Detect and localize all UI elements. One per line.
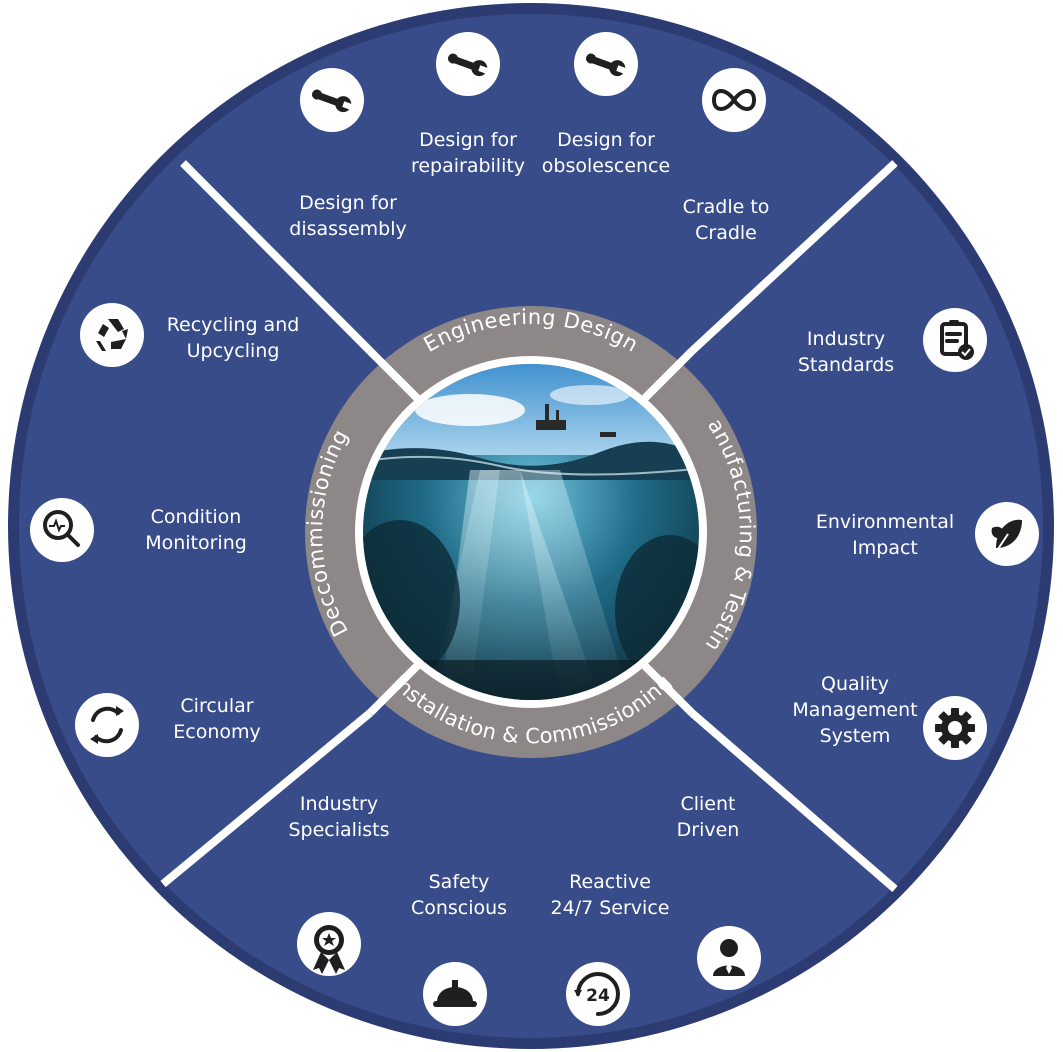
- label-line: Monitoring: [145, 532, 247, 554]
- clock-24-icon: 24: [574, 972, 620, 1016]
- label-line: Design for: [299, 192, 397, 214]
- label-line: 24/7 Service: [551, 897, 670, 919]
- circular-arrows-icon: [90, 706, 124, 744]
- clipboard-check-icon: [940, 320, 974, 360]
- feature-design-for-obsolescence: Design for obsolescence: [542, 32, 670, 177]
- feature-safety-conscious: Safety Conscious: [411, 871, 507, 1026]
- label-line: Design for: [557, 129, 655, 151]
- feature-quality-management-system: Quality Management System: [792, 673, 987, 760]
- label-line: obsolescence: [542, 155, 670, 177]
- label-line: Standards: [798, 354, 894, 376]
- label-line: Upcycling: [187, 340, 280, 362]
- label-line: repairability: [411, 155, 525, 177]
- recycle-icon: [96, 319, 128, 351]
- feature-design-for-disassembly: Design for disassembly: [289, 68, 407, 240]
- label-line: Driven: [677, 819, 740, 841]
- infinity-icon: [712, 89, 756, 111]
- label-line: Cradle: [695, 222, 757, 244]
- offshore-platform-ocean-image: [363, 364, 699, 700]
- wrench-icon: [311, 89, 354, 113]
- label-line: Economy: [173, 721, 261, 743]
- wrench-icon: [585, 53, 628, 77]
- label-line: Industry: [300, 793, 378, 815]
- label-line: Industry: [807, 328, 885, 350]
- label-line: Cradle to: [683, 196, 770, 218]
- label-line: Specialists: [289, 819, 390, 841]
- feature-environmental-impact: Environmental Impact: [816, 502, 1039, 566]
- hard-hat-icon: [433, 980, 477, 1007]
- label-line: Impact: [852, 537, 918, 559]
- gear-icon: [935, 708, 975, 748]
- label-line: Safety: [429, 871, 490, 893]
- label-line: Condition: [151, 506, 242, 528]
- person-icon: [713, 939, 745, 976]
- feature-circular-economy: Circular Economy: [75, 693, 261, 757]
- wrench-icon: [447, 53, 490, 77]
- label-line: Quality: [821, 673, 889, 695]
- label-line: disassembly: [289, 218, 406, 240]
- feature-reactive-24-7-service: 24 Reactive 24/7 Service: [551, 871, 670, 1026]
- label-line: Reactive: [569, 871, 651, 893]
- feature-client-driven: Client Driven: [677, 793, 761, 990]
- label-line: System: [820, 725, 891, 747]
- award-badge-icon: [313, 925, 345, 974]
- label-line: Client: [680, 793, 735, 815]
- label-line: Recycling and: [167, 314, 300, 336]
- feature-design-for-repairability: Design for repairability: [411, 32, 525, 177]
- label-line: Design for: [419, 129, 517, 151]
- feature-industry-standards: Industry Standards: [798, 308, 987, 376]
- feature-cradle-to-cradle: Cradle to Cradle: [683, 68, 770, 244]
- label-line: Circular: [180, 695, 253, 717]
- feature-recycling-and-upcycling: Recycling and Upcycling: [80, 303, 299, 367]
- label-line: Environmental: [816, 511, 954, 533]
- clock-24-text: 24: [586, 986, 610, 1006]
- feature-condition-monitoring: Condition Monitoring: [30, 498, 247, 562]
- leaf-icon: [991, 519, 1022, 553]
- label-line: Management: [792, 699, 917, 721]
- label-line: Conscious: [411, 897, 507, 919]
- feature-industry-specialists: Industry Specialists: [289, 793, 390, 976]
- magnifier-pulse-icon: [43, 510, 80, 547]
- segment-dividers: [160, 160, 898, 893]
